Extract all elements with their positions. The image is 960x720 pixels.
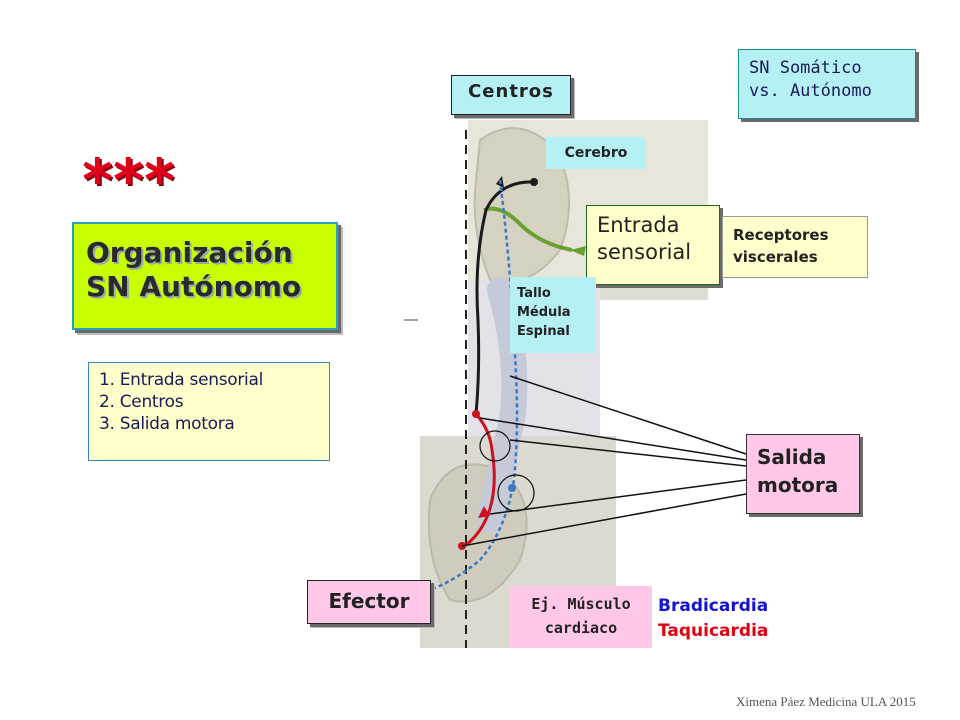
label-salida-motora: Salida motora <box>746 434 860 514</box>
label-entrada-sensorial: Entrada sensorial <box>586 205 720 285</box>
tallo-line-2: Médula <box>517 305 571 320</box>
somatic-line-2: vs. Autónomo <box>749 81 872 101</box>
title-box: Organización SN Autónomo <box>72 222 338 330</box>
emphasis-stars: *** <box>80 146 177 214</box>
receptores-line-1: Receptores <box>733 226 829 244</box>
label-efector: Efector <box>307 580 431 624</box>
title-line-1: Organización <box>86 236 293 269</box>
entrada-line-2: sensorial <box>597 240 692 264</box>
red-node-top <box>472 410 480 418</box>
leader-line-5 <box>461 493 747 547</box>
red-arrow <box>478 506 490 518</box>
leader-line-1 <box>509 375 747 455</box>
step-item: 2. Centros <box>99 392 184 412</box>
central-node-top <box>530 178 538 186</box>
tallo-line-1: Tallo <box>517 286 551 301</box>
salida-line-2: motora <box>757 473 839 497</box>
label-cerebro: Cerebro <box>546 137 646 169</box>
label-tallo-medula: Tallo Médula Espinal <box>510 277 596 353</box>
musculo-line-2: cardiaco <box>544 619 618 637</box>
sensory-arrow <box>570 246 586 256</box>
label-cerebro-text: Cerebro <box>564 145 628 161</box>
leader-line-3 <box>509 439 747 467</box>
author-credit: Ximena Páez Medicina ULA 2015 <box>736 694 916 709</box>
leader-line-4 <box>489 479 747 515</box>
receptores-line-2: viscerales <box>733 248 818 266</box>
label-efector-text: Efector <box>328 589 410 613</box>
steps-list: 1. Entrada sensorial 2. Centros 3. Salid… <box>88 362 330 461</box>
ganglion-circle-upper <box>479 430 511 462</box>
somatic-line-1: SN Somático <box>749 58 862 78</box>
tallo-line-3: Espinal <box>517 324 570 339</box>
musculo-line-1: Ej. Músculo <box>531 595 631 613</box>
label-centros: Centros <box>451 75 571 115</box>
title-line-2: SN Autónomo <box>86 270 302 303</box>
leader-line-2 <box>479 417 747 461</box>
step-item: 1. Entrada sensorial <box>99 370 264 390</box>
step-item: 3. Salida motora <box>99 414 235 434</box>
label-taquicardia: Taquicardia <box>658 621 769 641</box>
label-musculo-cardiaco: Ej. Músculo cardiaco <box>510 586 652 648</box>
illustration-right-band <box>600 280 708 300</box>
label-bradicardia: Bradicardia <box>658 596 769 616</box>
label-receptores-viscerales: Receptores viscerales <box>722 216 868 278</box>
central-pathway <box>474 180 537 415</box>
sensory-pathway <box>483 206 573 252</box>
spinal-cord <box>477 277 528 533</box>
entrada-line-1: Entrada <box>597 213 680 237</box>
somatic-vs-autonomic-box: SN Somático vs. Autónomo <box>738 49 916 119</box>
label-centros-text: Centros <box>468 81 554 102</box>
blue-efferent-pathway <box>429 179 519 592</box>
salida-line-1: Salida <box>757 445 827 469</box>
blue-node <box>508 484 516 492</box>
